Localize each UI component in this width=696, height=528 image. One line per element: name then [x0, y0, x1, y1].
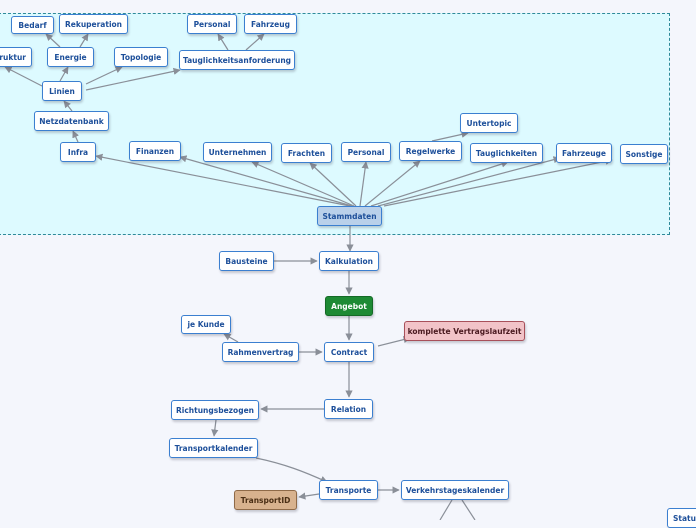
- connector-line: [4, 66, 43, 87]
- connector-line: [255, 457, 328, 483]
- connector-line: [383, 157, 613, 207]
- topic-komplette-vertragslaufzeit[interactable]: komplette Vertragslaufzeit: [404, 321, 525, 341]
- topic-infra[interactable]: Infra: [60, 142, 96, 162]
- connector-line: [245, 33, 265, 51]
- topic-transportid[interactable]: TransportID: [234, 490, 297, 510]
- topic-transporte[interactable]: Transporte: [319, 480, 378, 500]
- topic-energie[interactable]: Energie: [47, 47, 94, 67]
- connector-line: [217, 33, 229, 51]
- topic-topologie[interactable]: Topologie: [114, 47, 168, 67]
- connector-line: [309, 162, 357, 207]
- topic-richtungsbezogen[interactable]: Richtungsbezogen: [171, 400, 259, 420]
- connector-line: [439, 499, 453, 520]
- topic-unternehmen[interactable]: Unternehmen: [203, 142, 272, 162]
- topic-frachten[interactable]: Frachten: [281, 143, 332, 163]
- connector-line: [211, 419, 219, 437]
- topic-infrastruktur[interactable]: ruktur: [0, 47, 32, 67]
- topic-bedarf[interactable]: Bedarf: [11, 16, 54, 34]
- topic-rekuperation[interactable]: Rekuperation: [59, 14, 128, 34]
- topic-tauglichkeitsanforderung[interactable]: Tauglichkeitsanforderung: [179, 50, 295, 70]
- connector-line: [461, 499, 476, 520]
- connector-line: [298, 492, 320, 500]
- topic-verkehrstageskalender[interactable]: Verkehrstageskalender: [401, 480, 509, 500]
- topic-angebot[interactable]: Angebot: [325, 296, 373, 316]
- connector-line: [364, 160, 421, 207]
- connector-line: [431, 130, 469, 142]
- topic-regelwerke[interactable]: Regelwerke: [399, 141, 462, 161]
- topic-tauglichkeiten[interactable]: Tauglichkeiten: [470, 143, 543, 163]
- topic-kalkulation[interactable]: Kalkulation: [319, 251, 379, 271]
- connector-line: [179, 155, 353, 207]
- topic-transportkalender[interactable]: Transportkalender: [169, 438, 258, 458]
- topic-bausteine[interactable]: Bausteine: [219, 251, 274, 271]
- connector-line: [85, 67, 181, 91]
- topic-linien[interactable]: Linien: [42, 81, 82, 101]
- topic-personal[interactable]: Personal: [341, 142, 391, 162]
- connector-line: [370, 160, 509, 207]
- connector-line: [59, 66, 69, 82]
- topic-sonstige[interactable]: Sonstige: [620, 144, 668, 164]
- topic-netzdatenbank[interactable]: Netzdatenbank: [34, 111, 109, 131]
- connector-line: [85, 66, 123, 85]
- topic-personal-top[interactable]: Personal: [187, 14, 237, 34]
- connector-line: [223, 333, 239, 343]
- connector-line: [251, 161, 355, 207]
- connector-line: [72, 130, 79, 143]
- topic-contract[interactable]: Contract: [324, 342, 374, 362]
- topic-finanzen[interactable]: Finanzen: [129, 141, 181, 161]
- connector-line: [45, 33, 61, 48]
- topic-untertopic[interactable]: Untertopic: [460, 113, 518, 133]
- topic-fahrzeug[interactable]: Fahrzeug: [244, 14, 297, 34]
- topic-rahmenvertrag[interactable]: Rahmenvertrag: [222, 342, 299, 362]
- connector-line: [359, 161, 369, 207]
- connector-line: [377, 156, 561, 207]
- connector-line: [63, 100, 73, 112]
- topic-relation[interactable]: Relation: [324, 399, 373, 419]
- topic-stammdaten[interactable]: Stammdaten: [317, 206, 382, 226]
- topic-status[interactable]: Statu: [667, 508, 696, 528]
- topic-fahrzeuge[interactable]: Fahrzeuge: [556, 143, 612, 163]
- topic-je-kunde[interactable]: je Kunde: [181, 315, 231, 334]
- connector-line: [95, 153, 351, 207]
- connector-line: [79, 33, 89, 48]
